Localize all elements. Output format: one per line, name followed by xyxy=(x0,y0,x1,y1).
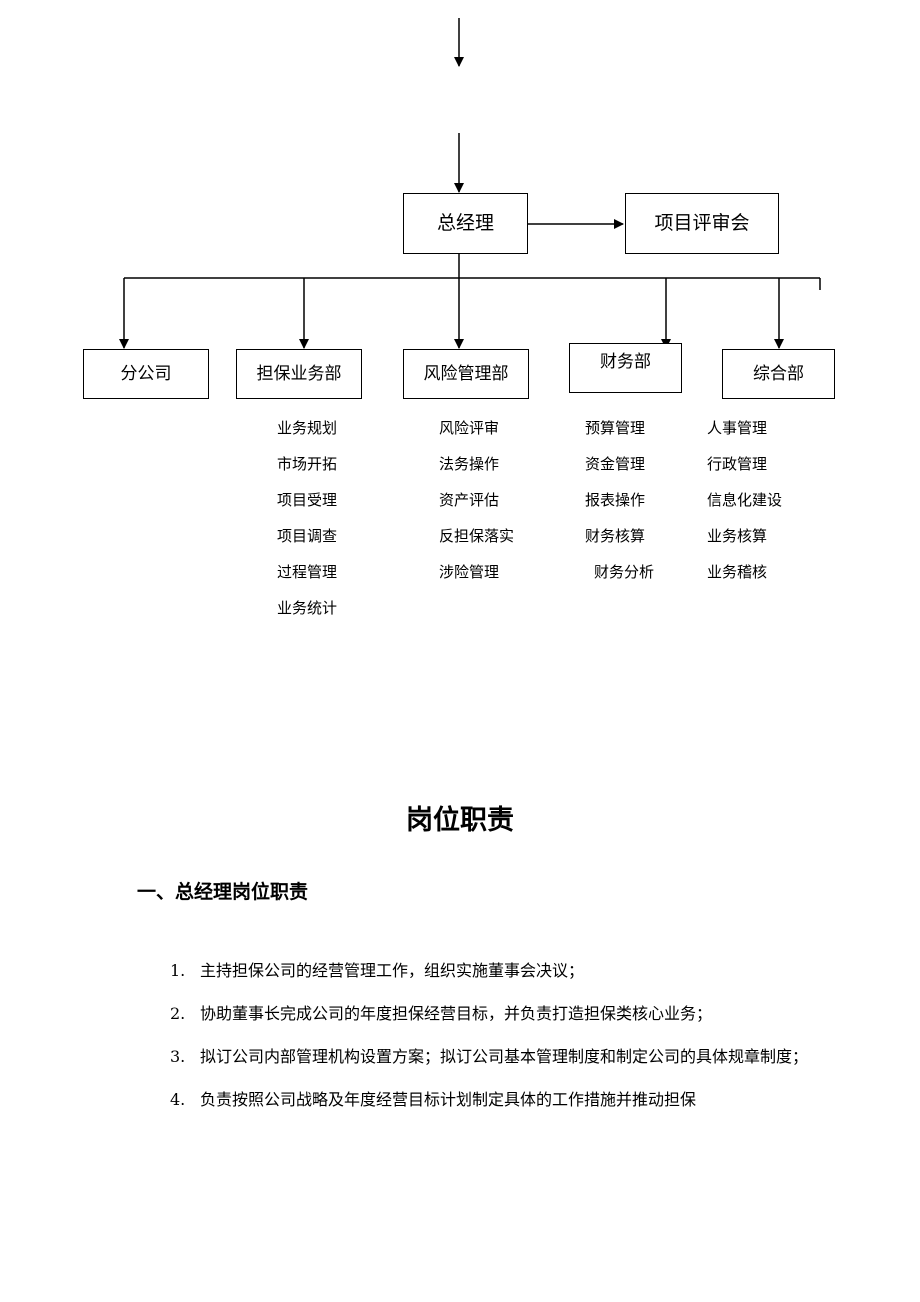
item-text: 负责按照公司战略及年度经营目标计划制定具体的工作措施并推动担保 xyxy=(200,1090,697,1109)
item-text: 主持担保公司的经营管理工作，组织实施董事会决议； xyxy=(200,961,585,980)
duty-item: 业务统计 xyxy=(277,599,338,617)
item-number: 4. xyxy=(170,1090,186,1109)
responsibility-list: 1. 主持担保公司的经营管理工作，组织实施董事会决议； 2. 协助董事长完成公司… xyxy=(170,949,810,1121)
guarantee-dept-label: 担保业务部 xyxy=(256,363,342,384)
finance-dept-box: 财务部 xyxy=(569,343,682,393)
finance-dept-label: 财务部 xyxy=(600,352,651,372)
duty-item: 业务稽核 xyxy=(707,563,768,581)
review-committee-label: 项目评审会 xyxy=(654,212,750,234)
general-dept-box: 综合部 xyxy=(722,349,835,399)
general-manager-box: 总经理 xyxy=(403,193,528,254)
section-subtitle: 一、总经理岗位职责 xyxy=(137,881,309,903)
duty-item: 过程管理 xyxy=(277,563,338,581)
org-chart-connectors xyxy=(119,18,821,349)
general-dept-label: 综合部 xyxy=(753,363,804,384)
duty-item: 法务操作 xyxy=(439,455,500,473)
duty-item: 信息化建设 xyxy=(707,491,783,509)
guarantee-dept-duties: 业务规划 市场开拓 项目受理 项目调查 过程管理 业务统计 xyxy=(277,418,337,634)
duty-item: 资产评估 xyxy=(439,491,500,509)
duty-item: 人事管理 xyxy=(707,419,768,437)
list-item: 3. 拟订公司内部管理机构设置方案；拟订公司基本管理制度和制定公司的具体规章制度… xyxy=(170,1035,810,1078)
duty-item: 风险评审 xyxy=(439,419,500,437)
duty-item: 市场开拓 xyxy=(277,455,338,473)
list-item: 4. 负责按照公司战略及年度经营目标计划制定具体的工作措施并推动担保 xyxy=(170,1078,810,1121)
item-number: 2. xyxy=(170,1004,186,1023)
duty-item: 项目调查 xyxy=(277,527,338,545)
risk-dept-duties: 风险评审 法务操作 资产评估 反担保落实 涉险管理 xyxy=(439,418,514,598)
duty-item: 涉险管理 xyxy=(439,563,500,581)
item-number: 3. xyxy=(170,1047,186,1066)
section-title: 岗位职责 xyxy=(406,805,514,836)
duty-item: 项目受理 xyxy=(277,491,338,509)
item-text: 协助董事长完成公司的年度担保经营目标，并负责打造担保类核心业务； xyxy=(200,1004,713,1023)
general-manager-label: 总经理 xyxy=(436,212,494,234)
duty-item: 业务规划 xyxy=(277,419,338,437)
branch-office-label: 分公司 xyxy=(120,363,172,384)
duty-item: 财务核算 xyxy=(585,527,646,545)
finance-dept-duties: 预算管理 资金管理 报表操作 财务核算 财务分析 xyxy=(585,418,654,598)
duty-item: 反担保落实 xyxy=(439,527,515,545)
branch-office-box: 分公司 xyxy=(83,349,209,399)
review-committee-box: 项目评审会 xyxy=(625,193,779,254)
duty-item: 预算管理 xyxy=(585,419,646,437)
duty-item: 行政管理 xyxy=(707,455,768,473)
item-text: 拟订公司内部管理机构设置方案；拟订公司基本管理制度和制定公司的具体规章制度； xyxy=(200,1047,809,1066)
list-item: 2. 协助董事长完成公司的年度担保经营目标，并负责打造担保类核心业务； xyxy=(170,992,810,1035)
general-dept-duties: 人事管理 行政管理 信息化建设 业务核算 业务稽核 xyxy=(707,418,782,598)
duty-item: 资金管理 xyxy=(585,455,646,473)
guarantee-dept-box: 担保业务部 xyxy=(236,349,362,399)
list-item: 1. 主持担保公司的经营管理工作，组织实施董事会决议； xyxy=(170,949,810,992)
item-number: 1. xyxy=(170,961,186,980)
duty-item: 报表操作 xyxy=(585,491,646,509)
duty-item: 业务核算 xyxy=(707,527,768,545)
duty-item: 财务分析 xyxy=(594,563,655,581)
risk-dept-box: 风险管理部 xyxy=(403,349,529,399)
risk-dept-label: 风险管理部 xyxy=(423,363,509,384)
